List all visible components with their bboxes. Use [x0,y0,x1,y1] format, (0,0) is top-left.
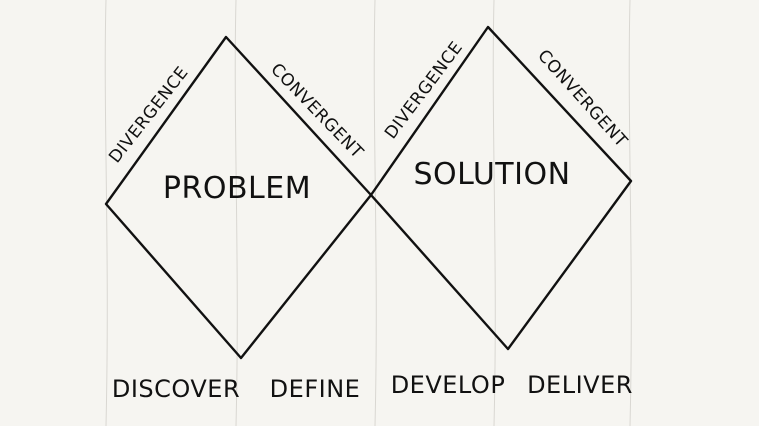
phase-define: DEFINE [270,375,361,403]
right-convergent-label: CONVERGENT [533,46,631,152]
guide-line [492,0,496,426]
solution-label: SOLUTION [413,157,570,192]
phase-deliver: DELIVER [527,371,633,399]
guide-line [234,0,238,426]
phase-discover: DISCOVER [112,375,240,403]
problem-label: PROBLEM [163,171,311,206]
solution-diamond [369,25,633,351]
guide-line [373,0,377,426]
phase-develop: DEVELOP [391,371,506,399]
left-divergence-label: DIVERGENCE [105,63,193,167]
guide-line [104,0,108,426]
guide-line [628,0,632,426]
right-divergence-label: DIVERGENCE [381,38,467,143]
guide-lines [104,0,632,426]
left-convergent-label: CONVERGENT [266,60,367,163]
